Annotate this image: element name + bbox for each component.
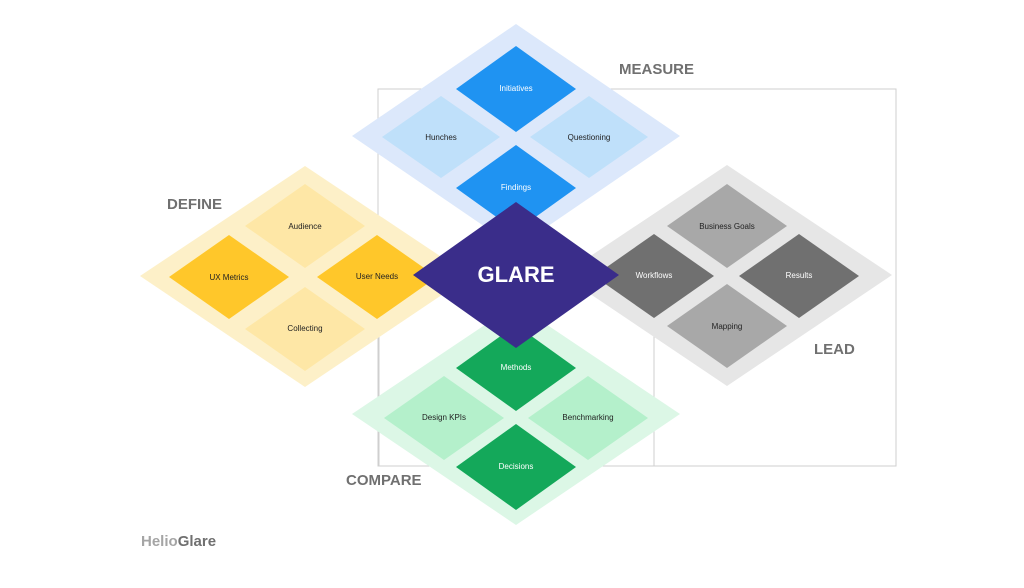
section-title-lead: LEAD [814,341,855,358]
measure-background-diamond [352,24,680,248]
center-title: GLARE [478,262,555,287]
tile-ux-metrics[interactable] [169,235,289,319]
tile-label-collecting: Collecting [287,324,322,333]
lead-background-diamond [562,165,892,386]
tile-results[interactable] [739,234,859,318]
lead-section: Business Goals Workflows Results Mapping… [562,165,892,386]
tile-label-results: Results [786,271,813,280]
tile-label-hunches: Hunches [425,133,457,142]
measure-section: Initiatives Hunches Questioning Findings… [352,24,694,248]
tile-audience[interactable] [245,184,365,268]
tile-workflows[interactable] [594,234,714,318]
tile-collecting[interactable] [245,287,365,371]
tile-benchmarking[interactable] [528,376,648,460]
compare-section: Methods Design KPIs Benchmarking Decisio… [346,304,680,525]
tile-label-design-kpis: Design KPIs [422,413,466,422]
section-title-compare: COMPARE [346,472,422,489]
tile-findings[interactable] [456,145,576,231]
section-title-measure: MEASURE [619,61,694,78]
brand-logo: HelioGlare [141,533,216,550]
tile-label-benchmarking: Benchmarking [562,413,613,422]
define-background-diamond [140,166,470,387]
tile-business-goals[interactable] [667,184,787,268]
tile-decisions[interactable] [456,424,576,510]
tile-user-needs[interactable] [317,235,437,319]
tile-label-audience: Audience [288,222,322,231]
tile-hunches[interactable] [382,96,500,178]
tile-label-workflows: Workflows [636,271,673,280]
tile-label-mapping: Mapping [712,322,743,331]
tile-label-questioning: Questioning [568,133,611,142]
brand-part-glare: Glare [177,533,217,550]
tile-mapping[interactable] [667,284,787,368]
tile-label-initiatives: Initiatives [499,84,532,93]
define-section: Audience UX Metrics User Needs Collectin… [140,166,470,387]
tile-label-decisions: Decisions [499,462,534,471]
tile-questioning[interactable] [530,96,648,178]
tile-label-business-goals: Business Goals [699,222,755,231]
tile-initiatives[interactable] [456,46,576,132]
tile-label-ux-metrics: UX Metrics [209,273,248,282]
compare-background-diamond [352,304,680,525]
tile-label-user-needs: User Needs [356,272,398,281]
brand-part-helio: Helio [141,533,178,550]
tile-label-methods: Methods [501,363,532,372]
center-section: GLARE [413,202,619,348]
tile-design-kpis[interactable] [384,376,504,460]
center-diamond[interactable] [413,202,619,348]
tile-methods[interactable] [456,325,576,411]
section-title-define: DEFINE [167,196,222,213]
tile-label-findings: Findings [501,183,531,192]
